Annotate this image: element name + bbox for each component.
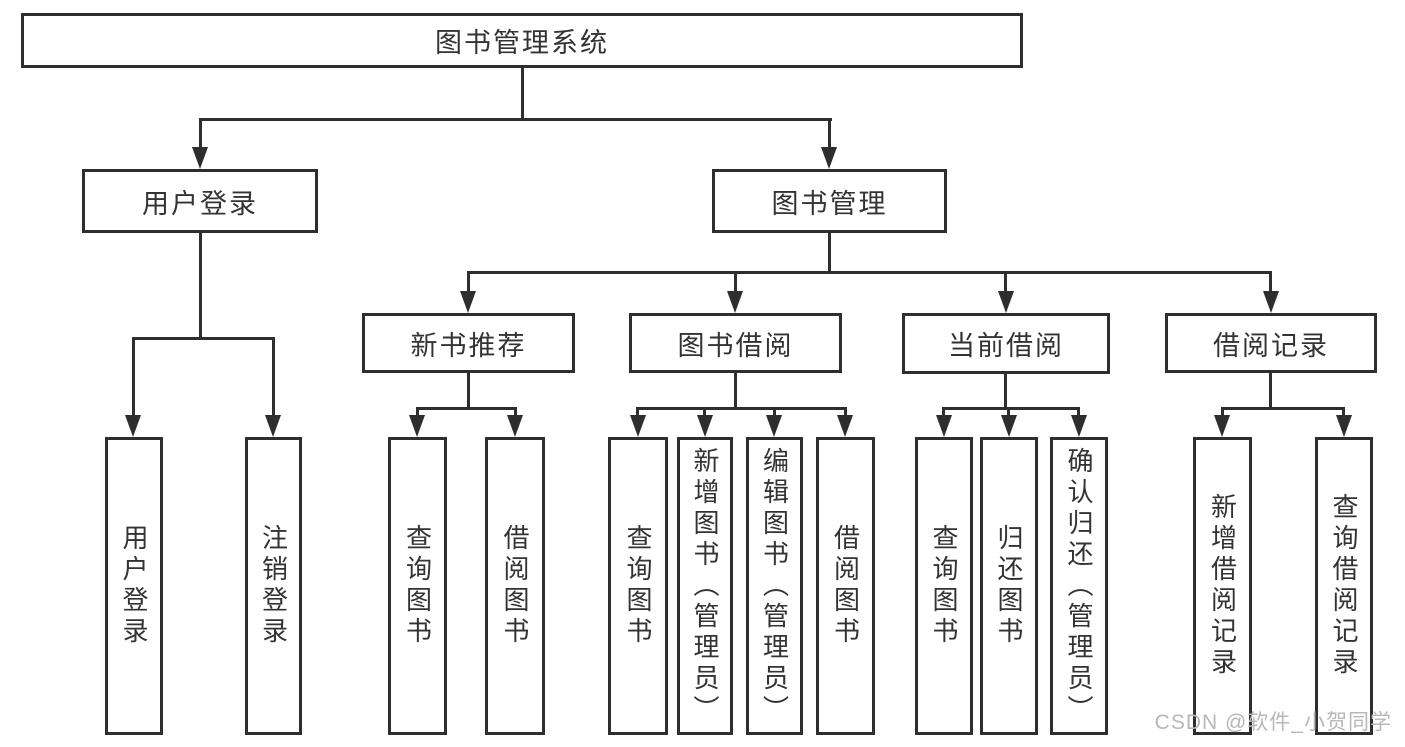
node-current-borrow-label: 当前借阅 — [948, 331, 1064, 361]
leaf-record-query-borrow-record: 查询借阅记录 — [1315, 437, 1373, 735]
connector-root-stem — [521, 68, 524, 118]
connector-leaf-stem — [703, 407, 706, 415]
leaf-newbook-borrow-books: 借阅图书 — [485, 437, 545, 735]
leaf-current-confirm-return-admin: 确认归还（管理员） — [1050, 437, 1108, 735]
node-user-login: 用户登录 — [82, 169, 318, 233]
leaf-current-return-books-label: 归还图书 — [994, 524, 1024, 648]
arrow-down-icon — [1071, 415, 1087, 437]
connector-borrow-record-branch — [1221, 407, 1345, 410]
node-book-management-label: 图书管理 — [771, 188, 888, 219]
arrow-down-icon — [192, 147, 208, 169]
connector-leaf-stem — [1342, 407, 1345, 415]
connector-leaf-stem — [1221, 407, 1224, 415]
leaf-borrow-borrow-books-label: 借阅图书 — [830, 524, 861, 648]
arrow-down-icon — [727, 291, 743, 313]
leaf-newbook-borrow-books-label: 借阅图书 — [500, 524, 530, 648]
leaf-borrow-edit-books-admin: 编辑图书（管理员） — [746, 437, 803, 735]
node-book-borrow: 图书借阅 — [629, 313, 842, 373]
node-book-management: 图书管理 — [712, 169, 947, 233]
leaf-current-return-books: 归还图书 — [980, 437, 1038, 735]
leaf-logout-label: 注销登录 — [258, 524, 289, 648]
arrow-down-icon — [1263, 291, 1279, 313]
arrow-down-icon — [1001, 415, 1017, 437]
connector-to-book-borrow-stem — [734, 271, 737, 291]
connector-leaf-stem — [773, 407, 776, 415]
connector-root-branch — [199, 118, 832, 121]
connector-to-leaf-logout-stem — [272, 337, 275, 415]
connector-user-login-stem — [199, 233, 202, 337]
connector-to-user-login-stem — [199, 118, 202, 147]
node-root-library-system: 图书管理系统 — [21, 13, 1023, 68]
leaf-current-query-books-label: 查询图书 — [929, 524, 959, 648]
connector-to-book-management-stem — [828, 118, 831, 147]
connector-leaf-stem — [1007, 407, 1010, 415]
connector-user-login-branch — [132, 337, 275, 340]
connector-leaf-stem — [844, 407, 847, 415]
connector-current-borrow-stem — [1004, 374, 1007, 407]
leaf-newbook-query-books-label: 查询图书 — [402, 524, 433, 648]
leaf-borrow-query-books-label: 查询图书 — [623, 524, 653, 648]
leaf-record-add-borrow-record: 新增借阅记录 — [1193, 437, 1252, 735]
arrow-down-icon — [409, 415, 425, 437]
connector-to-new-book-recommend-stem — [467, 271, 470, 291]
leaf-current-confirm-return-admin-label: 确认归还（管理员） — [1064, 446, 1094, 726]
arrow-down-icon — [265, 415, 281, 437]
arrow-down-icon — [125, 415, 141, 437]
arrow-down-icon — [998, 291, 1014, 313]
connector-leaf-stem — [514, 407, 517, 415]
connector-borrow-record-stem — [1269, 373, 1272, 407]
node-root-label: 图书管理系统 — [435, 28, 609, 58]
connector-current-borrow-branch — [942, 407, 1079, 410]
connector-book-borrow-branch — [636, 407, 846, 410]
leaf-user-login: 用户登录 — [105, 437, 163, 735]
connector-new-book-recommend-branch — [416, 407, 517, 410]
arrow-down-icon — [507, 415, 523, 437]
connector-to-borrow-record-stem — [1269, 271, 1272, 291]
connector-to-leaf-user-login-stem — [132, 337, 135, 415]
node-borrow-record-label: 借阅记录 — [1213, 330, 1329, 361]
connector-to-current-borrow-stem — [1004, 271, 1007, 291]
arrow-down-icon — [697, 415, 713, 437]
node-book-borrow-label: 图书借阅 — [677, 330, 794, 361]
arrow-down-icon — [936, 415, 952, 437]
leaf-borrow-add-books-admin-label: 新增图书（管理员） — [690, 446, 720, 726]
node-user-login-label: 用户登录 — [142, 188, 258, 219]
connector-book-management-stem — [828, 233, 831, 271]
node-current-borrow: 当前借阅 — [902, 313, 1110, 374]
arrow-down-icon — [460, 291, 476, 313]
arrow-down-icon — [837, 415, 853, 437]
node-new-book-recommend: 新书推荐 — [362, 313, 575, 373]
leaf-user-login-label: 用户登录 — [119, 524, 149, 648]
connector-book-management-branch — [467, 271, 1272, 274]
arrow-down-icon — [630, 415, 646, 437]
arrow-down-icon — [766, 415, 782, 437]
leaf-borrow-query-books: 查询图书 — [608, 437, 668, 735]
csdn-watermark: CSDN @软件_小贺同学 — [1154, 711, 1392, 734]
connector-leaf-stem — [416, 407, 419, 415]
leaf-record-query-borrow-record-label: 查询借阅记录 — [1329, 493, 1359, 679]
node-new-book-recommend-label: 新书推荐 — [410, 330, 527, 361]
leaf-current-query-books: 查询图书 — [915, 437, 973, 735]
leaf-logout: 注销登录 — [245, 437, 302, 735]
arrow-down-icon — [1336, 415, 1352, 437]
arrow-down-icon — [1214, 415, 1230, 437]
leaf-newbook-query-books: 查询图书 — [388, 437, 447, 735]
leaf-record-add-borrow-record-label: 新增借阅记录 — [1207, 493, 1238, 679]
connector-leaf-stem — [1077, 407, 1080, 415]
leaf-borrow-add-books-admin: 新增图书（管理员） — [677, 437, 733, 735]
connector-leaf-stem — [942, 407, 945, 415]
leaf-borrow-borrow-books: 借阅图书 — [816, 437, 875, 735]
connector-new-book-recommend-stem — [467, 373, 470, 407]
arrow-down-icon — [821, 147, 837, 169]
node-borrow-record: 借阅记录 — [1165, 313, 1377, 373]
connector-leaf-stem — [636, 407, 639, 415]
leaf-borrow-edit-books-admin-label: 编辑图书（管理员） — [759, 446, 790, 726]
connector-book-borrow-stem — [734, 373, 737, 407]
